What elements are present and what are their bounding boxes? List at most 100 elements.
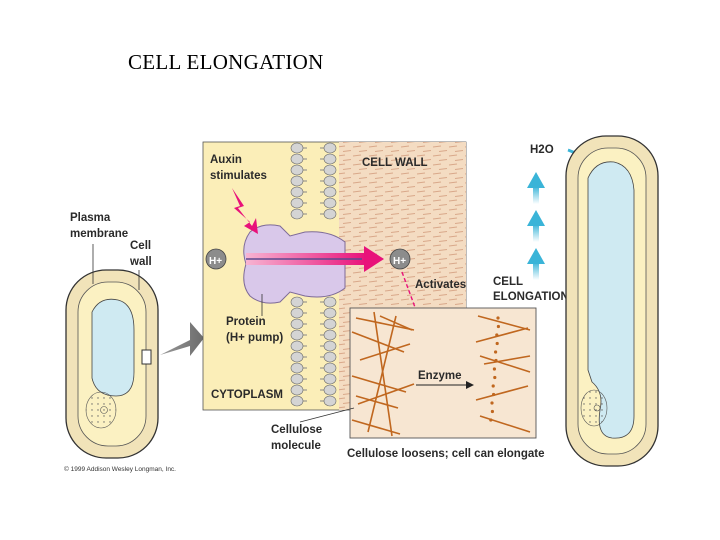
- lipid-head: [323, 384, 337, 396]
- auxin-signal-arrow: [232, 188, 258, 234]
- cellulose-fiber: [479, 415, 531, 433]
- slide-title: CELL ELONGATION: [128, 50, 324, 74]
- magnify-arrow: [160, 322, 204, 356]
- small-cell-nucleolus: [100, 406, 108, 414]
- cellulose-fiber: [355, 395, 399, 409]
- cellulose-label-1: Cellulose: [271, 424, 322, 436]
- loosened-bond-dot: [490, 409, 494, 414]
- lipid-head: [323, 208, 337, 220]
- elongated-cell: [565, 135, 659, 467]
- cellulose-fiber: [483, 355, 531, 365]
- lipid-head: [323, 362, 337, 374]
- enzyme-arrow-head: [466, 381, 474, 389]
- lipid-head: [290, 384, 304, 396]
- cellulose-fiber: [367, 315, 397, 433]
- protein-label-1: Protein: [226, 316, 266, 328]
- lipid-head: [290, 186, 304, 198]
- lipid-head: [290, 329, 304, 341]
- loosened-bond-dot: [493, 375, 497, 380]
- lipid-head: [290, 318, 304, 330]
- loosened-bond-dot: [492, 367, 496, 371]
- lipid-head: [323, 351, 337, 363]
- loosened-bond-dot: [490, 401, 494, 405]
- cellulose-fibers: [351, 311, 531, 437]
- loosened-bond-dot: [495, 333, 499, 337]
- loosened-bond-dot: [496, 316, 500, 320]
- enzyme-inset-box: [349, 307, 537, 439]
- auxin-label-1: Auxin: [210, 154, 242, 166]
- cell-wall-label-2: wall: [129, 256, 152, 268]
- activates-label: Activates: [415, 279, 466, 291]
- small-cell-vacuole: [91, 298, 135, 397]
- cellulose-fiber: [359, 343, 411, 361]
- lipid-head: [323, 329, 337, 341]
- loosened-bond-dot: [494, 350, 498, 354]
- cell-elongation-label-2: ELONGATION: [493, 291, 569, 303]
- lipid-head: [323, 395, 337, 407]
- cellulose-leader: [299, 407, 355, 423]
- lipid-head: [323, 197, 337, 209]
- lipid-head: [323, 142, 337, 154]
- h-plus-left: [205, 248, 227, 270]
- loosened-bond-dot: [491, 384, 495, 388]
- elongated-cell-nucleolus: [593, 404, 601, 412]
- loosened-bond-dot: [496, 324, 500, 329]
- cytoplasm-label: CYTOPLASM: [211, 389, 283, 401]
- enzyme-label: Enzyme: [418, 370, 461, 382]
- elongation-arrows: [527, 172, 545, 280]
- lipid-head: [323, 340, 337, 352]
- zoom-region-box: [141, 349, 152, 365]
- cellulose-fiber: [355, 317, 415, 331]
- cellulose-fiber: [475, 327, 529, 343]
- lipid-head: [323, 153, 337, 165]
- h-plus-left-label: H+: [209, 256, 222, 267]
- lipid-head: [323, 186, 337, 198]
- plasma-membrane-label-1: Plasma: [70, 212, 111, 224]
- water-label: H2O: [530, 144, 554, 156]
- plasma-membrane-label-2: membrane: [70, 228, 128, 240]
- lipid-head: [290, 362, 304, 374]
- cellulose-loosens-caption: Cellulose loosens; cell can elongate: [347, 448, 544, 460]
- lipid-head: [290, 175, 304, 187]
- lipid-head: [290, 197, 304, 209]
- h-plus-right: [389, 248, 411, 270]
- cell-elongation-label-1: CELL: [493, 276, 523, 288]
- cellulose-fiber: [479, 355, 531, 373]
- loosened-bond-dot: [495, 341, 499, 346]
- lipid-head: [323, 373, 337, 385]
- cellulose-fiber: [373, 311, 393, 437]
- lipid-head: [290, 296, 304, 308]
- pump-channel-arrow-head: [364, 246, 384, 272]
- lipid-head: [290, 164, 304, 176]
- lipid-head: [290, 142, 304, 154]
- cellulose-fiber: [475, 385, 529, 401]
- lipid-head: [323, 318, 337, 330]
- small-cell: [65, 269, 159, 459]
- lipid-head: [323, 307, 337, 319]
- loosened-bond-dot: [494, 358, 498, 363]
- loosened-bond-dot: [492, 392, 496, 397]
- enzyme-inset: [349, 307, 537, 439]
- lipid-head: [290, 153, 304, 165]
- cellulose-fiber: [379, 315, 413, 331]
- plasma-membrane-bilayer: [290, 142, 337, 407]
- lipid-head: [290, 373, 304, 385]
- small-cell-nucleus: [85, 391, 117, 429]
- lipid-head: [323, 296, 337, 308]
- lipid-head: [323, 175, 337, 187]
- h-plus-right-label: H+: [393, 256, 406, 267]
- copyright-notice: © 1999 Addison Wesley Longman, Inc.: [64, 465, 176, 473]
- cell-wall-label-1: Cell: [130, 240, 151, 252]
- lipid-head: [290, 395, 304, 407]
- protein-label-2: (H+ pump): [226, 332, 283, 344]
- auxin-label-2: stimulates: [210, 170, 267, 182]
- cell-wall-zoom-label: CELL WALL: [362, 157, 428, 169]
- lipid-head: [290, 307, 304, 319]
- lipid-head: [323, 164, 337, 176]
- cellulose-fiber: [477, 315, 531, 331]
- loosened-bond-dot: [489, 418, 493, 422]
- lipid-head: [290, 208, 304, 220]
- lipid-head: [290, 351, 304, 363]
- lipid-head: [290, 340, 304, 352]
